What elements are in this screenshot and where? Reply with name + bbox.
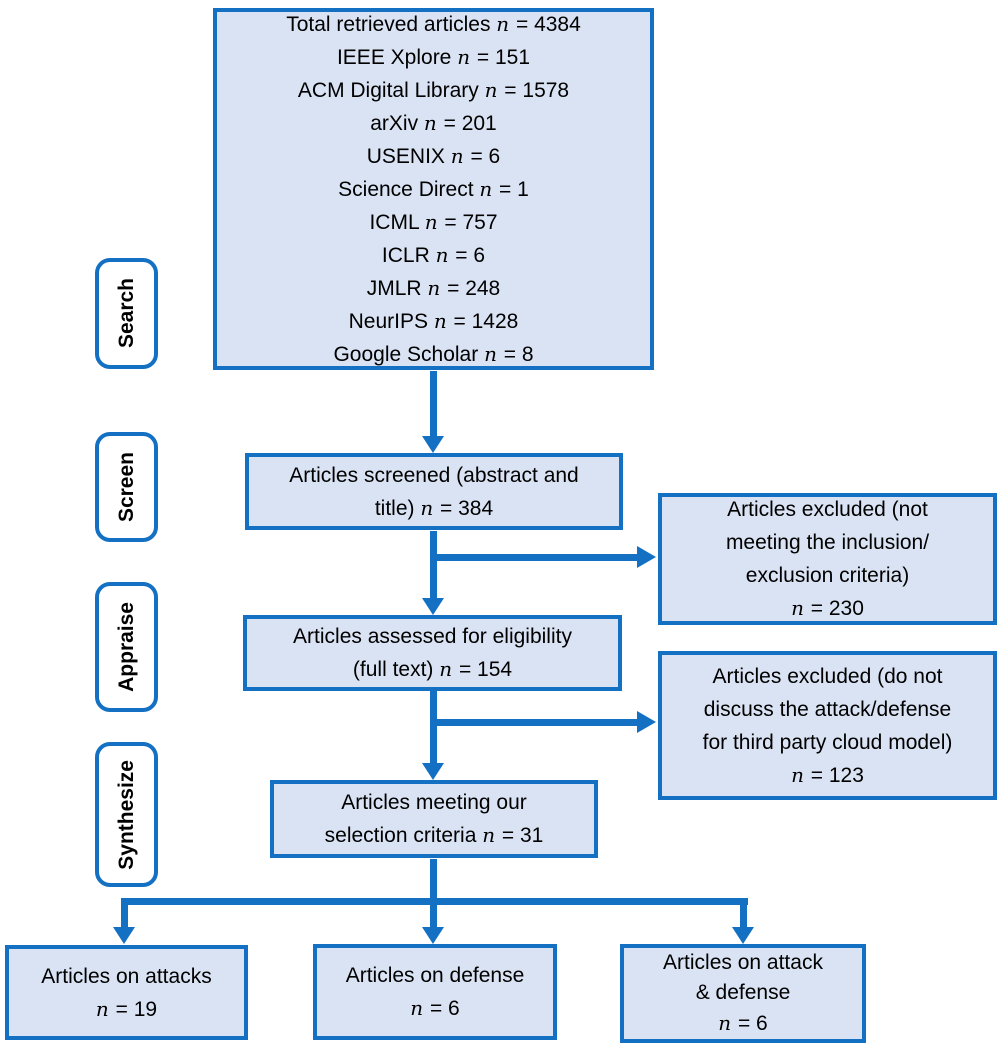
box-text-line: Total retrieved articles n = 4384 — [286, 11, 581, 36]
box-text-line: & defense — [695, 981, 791, 1004]
box-text-line: meeting the inclusion/ — [725, 531, 930, 554]
arrow-right-icon — [637, 711, 656, 733]
stage-label-appraise: Appraise — [95, 582, 158, 712]
arrow-down-icon — [113, 927, 135, 944]
box-text-line: n = 230 — [791, 596, 864, 620]
box-text-line: n = 6 — [410, 996, 460, 1020]
articles-assessed-box: Articles assessed for eligibility (full t… — [243, 615, 622, 691]
articles-on-attacks-box: Articles on attacks n = 19 — [5, 945, 248, 1040]
box-text-line: ICLR n = 6 — [381, 242, 486, 267]
connector-meeting-to-fan-line — [430, 859, 437, 905]
box-text-line: Articles on attacks — [41, 964, 212, 988]
box-text-line: Articles on attack — [663, 951, 823, 974]
fan-middle-drop-line — [430, 898, 437, 928]
box-text-line: Articles assessed for eligibility — [293, 625, 572, 648]
connector-assessed-to-excluded-line — [433, 719, 638, 726]
box-text-line: title) n = 384 — [374, 495, 494, 520]
stage-label-search-text: Search — [114, 278, 138, 349]
box-text-line: Articles meeting our — [341, 791, 527, 814]
stage-label-synthesize: Synthesize — [95, 742, 158, 887]
arrow-down-icon — [732, 927, 754, 944]
arrow-right-icon — [637, 546, 656, 568]
stage-label-appraise-text: Appraise — [114, 602, 138, 692]
excluded-cloud-model-box: Articles excluded (do not discuss the att… — [658, 651, 997, 800]
box-text-line: selection criteria n = 31 — [324, 823, 544, 847]
meeting-criteria-box: Articles meeting our selection criteria n… — [270, 780, 598, 858]
connector-total-to-screened-line — [430, 371, 437, 437]
box-text-line: Articles excluded (do not — [712, 664, 943, 688]
stage-label-screen-text: Screen — [114, 451, 138, 523]
box-text-line: IEEE Xplore n = 151 — [336, 44, 531, 69]
box-text-line: for third party cloud model) — [702, 730, 953, 754]
articles-screened-box: Articles screened (abstract and title) n … — [245, 453, 623, 530]
arrow-down-icon — [422, 927, 444, 944]
articles-on-defense-box: Articles on defense n = 6 — [313, 944, 557, 1040]
arrow-down-icon — [422, 598, 444, 615]
excluded-inclusion-criteria-box: Articles excluded (not meeting the inclus… — [658, 493, 997, 625]
box-text-line: ACM Digital Library n = 1578 — [297, 77, 570, 102]
arrow-down-icon — [422, 436, 444, 453]
fan-left-drop-line — [121, 898, 128, 928]
box-text-line: Articles on defense — [345, 964, 525, 987]
box-text-line: (full text) n = 154 — [352, 657, 513, 681]
fan-right-drop-line — [740, 898, 747, 928]
articles-attack-defense-box: Articles on attack & defense n = 6 — [620, 944, 866, 1043]
stage-label-synthesize-text: Synthesize — [114, 759, 138, 870]
box-text-line: arXiv n = 201 — [370, 110, 497, 135]
box-text-line: Articles screened (abstract and — [289, 463, 579, 487]
box-text-line: discuss the attack/defense — [703, 697, 952, 721]
arrow-down-icon — [422, 763, 444, 780]
box-text-line: JMLR n = 248 — [366, 275, 501, 300]
box-text-line: NeurIPS n = 1428 — [348, 308, 519, 333]
box-text-line: Science Direct n = 1 — [338, 176, 529, 201]
box-text-line: n = 19 — [95, 996, 158, 1021]
box-text-line: Google Scholar n = 8 — [333, 341, 534, 366]
box-text-line: Articles excluded (not — [727, 498, 928, 521]
box-text-line: ICML n = 757 — [369, 209, 498, 234]
box-text-line: exclusion criteria) — [745, 564, 910, 587]
stage-label-screen: Screen — [95, 432, 158, 542]
box-text-line: n = 6 — [718, 1011, 768, 1035]
box-text-line: USENIX n = 6 — [366, 143, 501, 168]
connector-screened-to-assessed-line — [430, 531, 437, 599]
connector-assessed-to-meeting-line — [430, 691, 437, 764]
box-text-line: n = 123 — [791, 762, 864, 787]
stage-label-search: Search — [95, 258, 158, 369]
connector-screened-to-excluded-line — [433, 554, 638, 561]
